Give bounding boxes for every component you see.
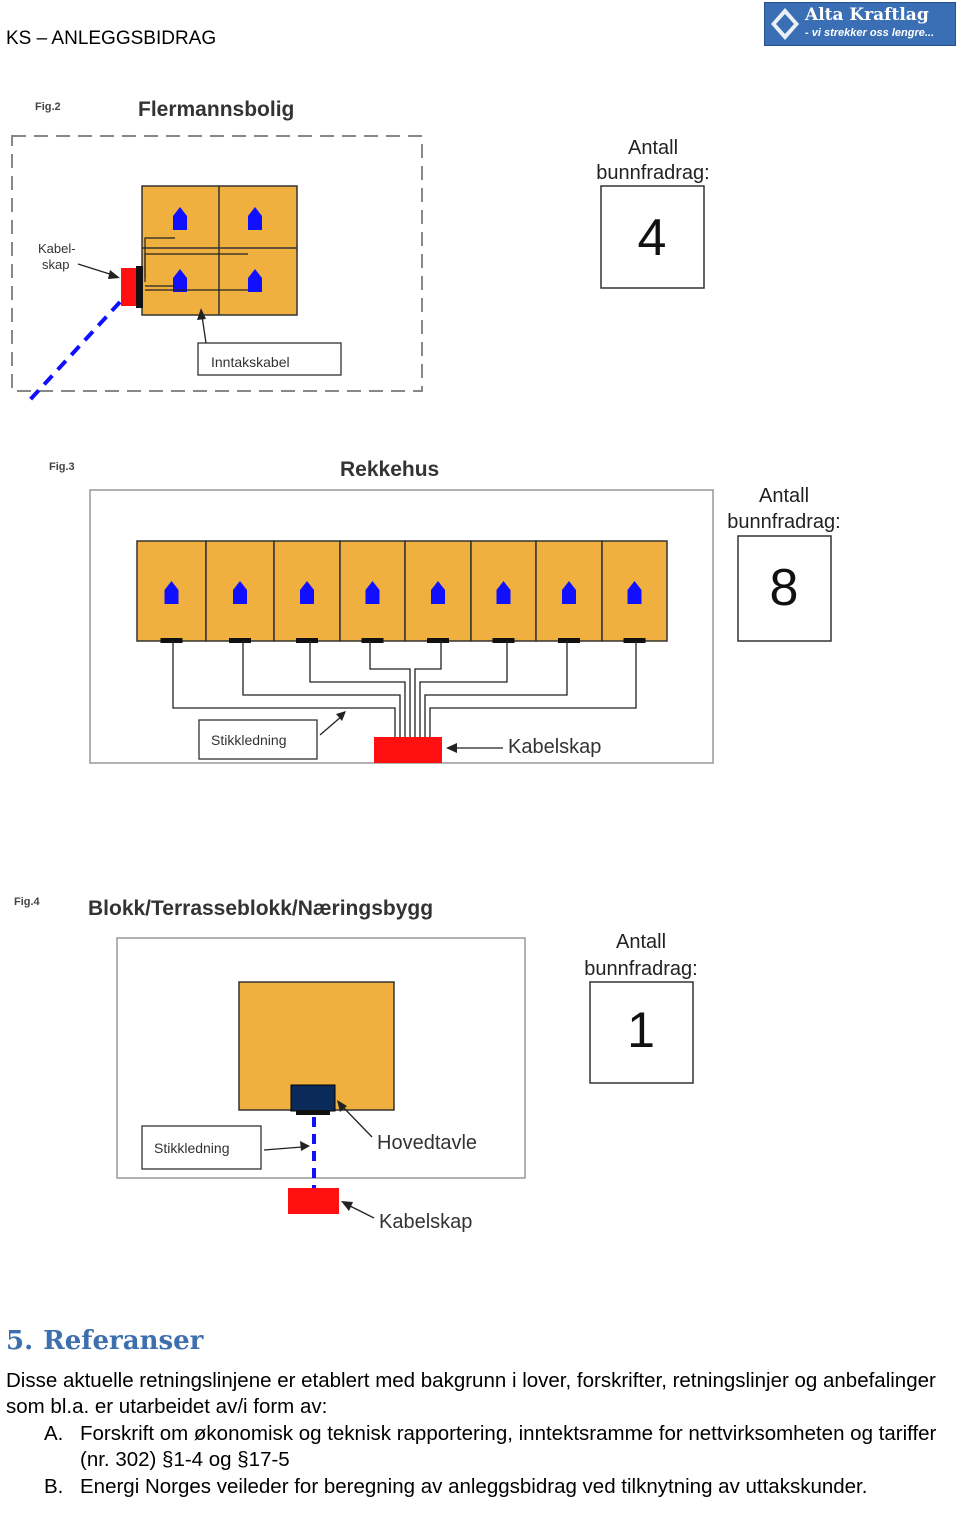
fig3-service-label-box bbox=[198, 719, 318, 760]
list-marker: B. bbox=[44, 1475, 64, 1498]
meter-icon bbox=[164, 581, 179, 604]
connection-bar bbox=[558, 638, 580, 643]
document-header-title: KS – ANLEGGSBIDRAG bbox=[6, 28, 217, 49]
arrowhead-icon bbox=[336, 711, 346, 721]
fig2-intake-arrow bbox=[201, 315, 207, 344]
meter-icon bbox=[562, 581, 576, 604]
meter-icon bbox=[248, 207, 262, 230]
fig4-count-label-line2: bunnfradrag: bbox=[584, 958, 697, 980]
meter-icon bbox=[431, 581, 445, 604]
fig3-service-cables bbox=[172, 641, 637, 738]
list-item: A. Forskrift om økonomisk og teknisk rap… bbox=[6, 1421, 951, 1473]
fig3-count-label-line2: bunnfradrag: bbox=[727, 511, 840, 533]
figure-2-flermannsbolig: Fig.2 Flermannsbolig Kabel- skap Inntaks… bbox=[11, 98, 710, 404]
fig4-service-arrow bbox=[263, 1146, 303, 1151]
logo-tagline: - vi strekker oss lengre... bbox=[805, 27, 935, 39]
meter-icon bbox=[248, 269, 262, 292]
fig3-count-box bbox=[737, 535, 832, 642]
arrowhead-icon bbox=[341, 1201, 353, 1211]
connection-bar bbox=[427, 638, 449, 643]
fig2-cabinet-label-line2: skap bbox=[42, 257, 69, 272]
fig2-count-label-line2: bunnfradrag: bbox=[596, 162, 709, 184]
connection-bar bbox=[361, 638, 384, 643]
meter-icon bbox=[300, 581, 314, 604]
meter-icon bbox=[496, 581, 511, 604]
figure-4-blokk: Fig.4 Blokk/Terrasseblokk/Næringsbygg St… bbox=[14, 896, 698, 1233]
fig4-service-label-box bbox=[141, 1125, 262, 1170]
fig4-title: Blokk/Terrasseblokk/Næringsbygg bbox=[88, 897, 433, 920]
meter-icon bbox=[173, 207, 187, 230]
section-title: Referanser bbox=[43, 1326, 204, 1356]
arrowhead-icon bbox=[446, 743, 457, 753]
fig3-count-label-line1: Antall bbox=[759, 485, 809, 507]
fig3-cable-cabinet bbox=[374, 737, 442, 763]
fig4-cable-cabinet bbox=[288, 1188, 339, 1214]
fig3-terraced-units bbox=[136, 540, 668, 643]
fig3-label: Fig.3 bbox=[49, 461, 75, 473]
fig2-intake-label-box bbox=[197, 342, 342, 376]
meter-icon bbox=[173, 269, 187, 292]
fig2-cabinet-bar bbox=[136, 266, 143, 308]
fig4-count-box bbox=[589, 981, 694, 1084]
connection-bar bbox=[229, 638, 251, 643]
fig4-count-value: 1 bbox=[627, 1002, 655, 1058]
connection-bar bbox=[160, 638, 183, 643]
fig2-internal-cables bbox=[144, 237, 248, 291]
fig2-title: Flermannsbolig bbox=[138, 98, 294, 121]
logo-name: Alta Kraftlag bbox=[805, 5, 929, 25]
figure-3-rekkehus: Fig.3 Rekkehus Stikkledning Kabelskap An… bbox=[49, 458, 841, 764]
section-number: 5. bbox=[6, 1326, 34, 1356]
fig3-count-value: 8 bbox=[770, 559, 799, 617]
list-marker: A. bbox=[44, 1422, 64, 1445]
fig3-title: Rekkehus bbox=[340, 458, 439, 481]
fig4-panel-label: Hovedtavle bbox=[377, 1132, 477, 1154]
fig4-service-label: Stikkledning bbox=[154, 1140, 230, 1156]
meter-icon bbox=[233, 581, 247, 604]
fig2-supply-cable bbox=[26, 300, 122, 404]
fig2-label: Fig.2 bbox=[35, 101, 61, 113]
fig4-count-label-line1: Antall bbox=[616, 931, 666, 953]
list-item-text: Forskrift om økonomisk og teknisk rappor… bbox=[80, 1422, 937, 1471]
fig2-property-boundary bbox=[11, 135, 423, 392]
connection-bar bbox=[296, 638, 318, 643]
fig2-count-value: 4 bbox=[638, 209, 667, 267]
logo-diamond-icon bbox=[771, 8, 799, 40]
section-intro: Disse aktuelle retningslinjene er etable… bbox=[6, 1369, 936, 1418]
fig3-cabinet-label: Kabelskap bbox=[508, 736, 601, 758]
arrowhead-icon bbox=[337, 1100, 347, 1112]
company-logo: Alta Kraftlag - vi strekker oss lengre..… bbox=[764, 2, 956, 46]
meter-icon bbox=[365, 581, 380, 604]
list-item-text: Energi Norges veileder for beregning av … bbox=[80, 1475, 868, 1498]
fig2-meters bbox=[173, 207, 262, 292]
fig4-label: Fig.4 bbox=[14, 896, 41, 908]
fig3-service-arrow bbox=[319, 715, 343, 736]
fig3-service-label: Stikkledning bbox=[211, 732, 287, 748]
fig2-cabinet-label-line1: Kabel- bbox=[38, 241, 76, 256]
fig4-cabinet-label: Kabelskap bbox=[379, 1211, 472, 1233]
connection-bar bbox=[492, 638, 515, 643]
fig2-count-label-line1: Antall bbox=[628, 137, 678, 159]
arrowhead-icon bbox=[197, 308, 206, 320]
fig4-cabinet-arrow bbox=[347, 1204, 375, 1219]
arrowhead-icon bbox=[108, 270, 120, 279]
connection-bar bbox=[623, 638, 646, 643]
arrowhead-icon bbox=[300, 1141, 310, 1151]
section-heading: 5. Referanser bbox=[6, 1326, 203, 1356]
meter-icon bbox=[627, 581, 642, 604]
list-item: B. Energi Norges veileder for beregning … bbox=[6, 1474, 951, 1526]
fig2-count-box bbox=[600, 185, 705, 289]
fig4-main-panel bbox=[290, 1084, 336, 1112]
fig4-panel-arrow bbox=[341, 1105, 373, 1138]
fig2-intake-label: Inntakskabel bbox=[211, 354, 290, 370]
fig4-panel-bar bbox=[296, 1110, 330, 1115]
